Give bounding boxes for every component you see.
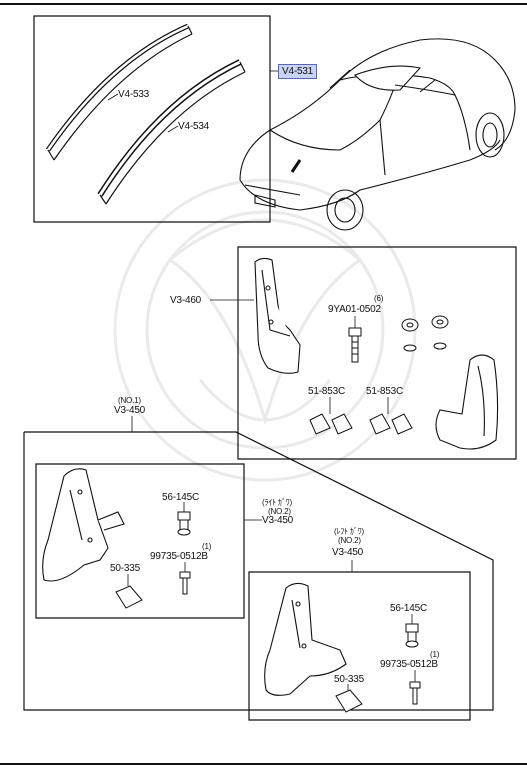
callout-v3-450-no1[interactable]: V3-450 xyxy=(114,405,146,416)
callout-50-335-right[interactable]: 50-335 xyxy=(110,563,140,574)
callout-9ya01-0502[interactable]: 9YA01-0502 xyxy=(328,304,381,315)
bolt-9ya01[interactable] xyxy=(348,327,362,363)
clip-56-145c-right[interactable] xyxy=(177,511,191,536)
qty-screw-right: (1) xyxy=(202,542,212,551)
nut-50-335-right[interactable] xyxy=(115,585,143,609)
car-illustration xyxy=(239,38,516,231)
note-right-side: (ﾗｲﾄ ｶﾞﾜ) xyxy=(262,498,292,507)
mudflap-front[interactable] xyxy=(254,257,301,374)
mudguard-box-no1 xyxy=(23,416,494,711)
callout-99735-0512b-right[interactable]: 99735-0512B xyxy=(150,551,208,562)
nut-50-335-left[interactable] xyxy=(335,689,363,713)
note-left-no2: (NO.2) xyxy=(338,536,361,545)
clips-51-853c-b[interactable] xyxy=(369,413,413,435)
callout-v4-534[interactable]: V4-534 xyxy=(178,121,210,132)
mudflap-left[interactable] xyxy=(264,582,347,696)
callout-50-335-left[interactable]: 50-335 xyxy=(334,674,364,685)
callout-v3-450-left[interactable]: V3-450 xyxy=(332,547,364,558)
mudguard-box-main xyxy=(210,246,517,460)
mudflap-rear[interactable] xyxy=(435,354,499,450)
note-left-side: (ﾚﾌﾄ ｶﾞﾜ) xyxy=(334,527,364,536)
nuts-washers[interactable] xyxy=(401,315,449,352)
mudflap-right[interactable] xyxy=(42,468,125,582)
clip-56-145c-left[interactable] xyxy=(405,623,419,648)
visor-v4-533[interactable] xyxy=(45,23,193,161)
callout-56-145c-left[interactable]: 56-145C xyxy=(390,603,427,614)
callout-v3-460[interactable]: V3-460 xyxy=(170,295,202,306)
visor-v4-534[interactable] xyxy=(97,59,246,205)
clips-51-853c-a[interactable] xyxy=(309,413,353,435)
callout-51-853c-a[interactable]: 51-853C xyxy=(308,386,345,397)
callout-51-853c-b[interactable]: 51-853C xyxy=(366,386,403,397)
qty-screw-left: (1) xyxy=(430,650,440,659)
mudguard-box-right xyxy=(35,463,245,619)
visor-box xyxy=(33,15,271,223)
callout-v4-533[interactable]: V4-533 xyxy=(118,89,150,100)
screw-right[interactable] xyxy=(179,571,191,595)
callout-v3-450-right[interactable]: V3-450 xyxy=(262,515,294,526)
callout-56-145c-right[interactable]: 56-145C xyxy=(162,492,199,503)
qty-bolt-9ya: (6) xyxy=(374,294,384,303)
callout-99735-0512b-left[interactable]: 99735-0512B xyxy=(380,659,438,670)
mudguard-box-left xyxy=(248,560,471,721)
note-no1: (NO.1) xyxy=(118,396,141,405)
note-right-no2: (NO.2) xyxy=(268,507,291,516)
screw-left[interactable] xyxy=(409,681,421,705)
callout-v4-531[interactable]: V4-531 xyxy=(278,64,318,79)
